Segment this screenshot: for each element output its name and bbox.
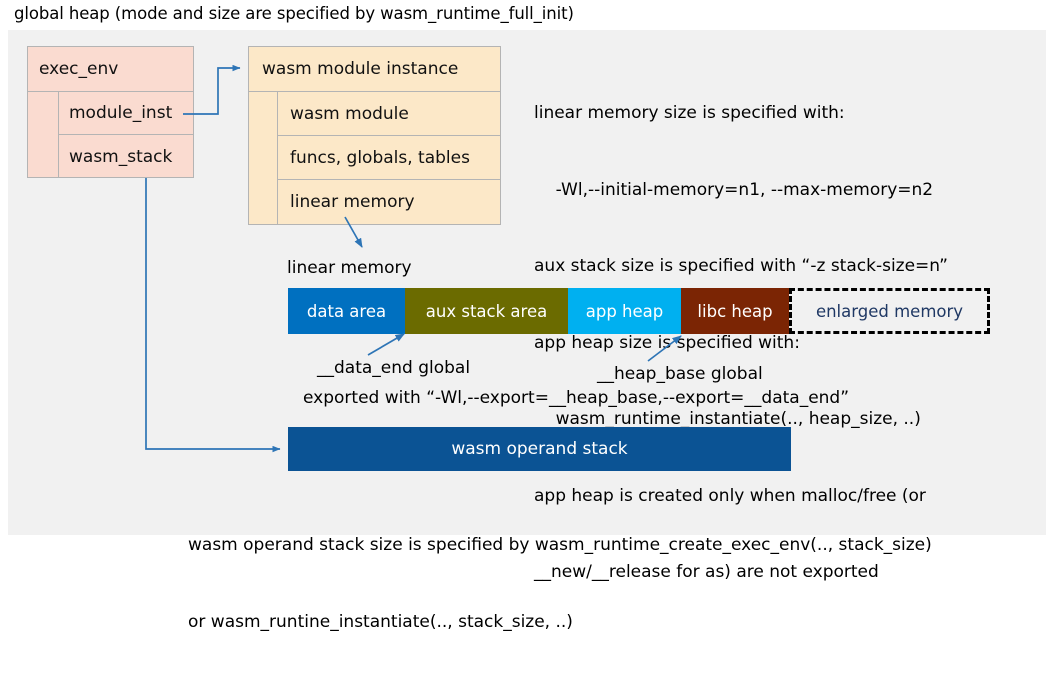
wmi-row-funcs-globals-tables: funcs, globals, tables — [277, 136, 500, 180]
annotation-data-end: __data_end global — [317, 358, 471, 378]
exec-env-row-wasm-stack: wasm_stack — [58, 135, 193, 178]
info-line-2: -Wl,--initial-memory=n1, --max-memory=n2 — [534, 179, 934, 200]
memory-segment-app-heap: app heap — [568, 288, 681, 334]
exec-env-row-module-inst: module_inst — [58, 92, 193, 135]
wmi-row-linear-memory: linear memory — [277, 180, 500, 224]
linear-memory-bar: data area aux stack area app heap libc heap… — [288, 288, 990, 334]
memory-segment-aux-stack-area: aux stack area — [405, 288, 568, 334]
info-line-4: app heap size is specified with: — [534, 332, 800, 353]
info-line-1: linear memory size is specified with: — [534, 103, 845, 123]
diagram-root: global heap (mode and size are specified… — [8, 4, 1046, 632]
wasm-module-instance-box: wasm module instance wasm module funcs, … — [248, 46, 501, 225]
info-line-5: wasm_runtime_instantiate(.., heap_size, … — [534, 409, 921, 429]
memory-segment-label: enlarged memory — [815, 301, 964, 321]
memory-segment-label: app heap — [585, 301, 664, 321]
wasm-module-instance-header: wasm module instance — [249, 47, 500, 92]
info-line-3: aux stack size is specified with “-z sta… — [534, 256, 948, 276]
annotation-exported-with: exported with “-Wl,--export=__heap_base,… — [303, 388, 850, 408]
memory-segment-libc-heap: libc heap — [681, 288, 789, 334]
memory-segment-label: libc heap — [697, 301, 773, 321]
memory-segment-label: aux stack area — [425, 301, 548, 321]
bottom-text-block: wasm operand stack size is specified by … — [188, 482, 1038, 686]
page-title: global heap (mode and size are specified… — [14, 4, 574, 23]
annotation-heap-base: __heap_base global — [597, 364, 763, 384]
bottom-line-2: or wasm_runtine_instantiate(.., stack_si… — [188, 611, 573, 632]
wasm-operand-stack-bar: wasm operand stack — [288, 427, 791, 471]
memory-segment-enlarged-memory: enlarged memory — [789, 288, 990, 334]
info-line-6: app heap is created only when malloc/fre… — [534, 485, 926, 506]
info-text-block: linear memory size is specified with: -W… — [534, 50, 1034, 637]
bottom-line-1: wasm operand stack size is specified by … — [188, 535, 932, 555]
memory-segment-data-area: data area — [288, 288, 405, 334]
wmi-row-wasm-module: wasm module — [277, 92, 500, 136]
exec-env-box: exec_env module_inst wasm_stack — [27, 46, 194, 178]
linear-memory-caption: linear memory — [287, 258, 412, 278]
memory-segment-label: data area — [306, 301, 387, 321]
exec-env-header: exec_env — [28, 47, 193, 92]
